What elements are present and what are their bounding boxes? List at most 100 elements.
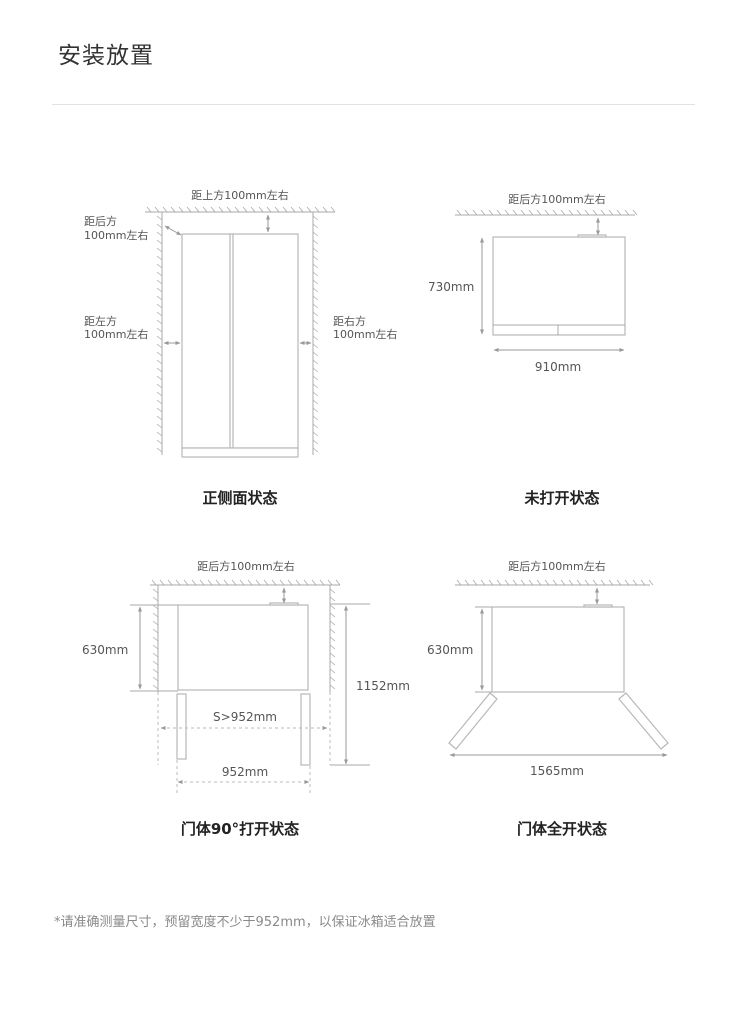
caption-front: 正侧面状态 <box>202 489 277 507</box>
hatch-mark <box>202 206 208 213</box>
hatch-mark <box>536 209 542 216</box>
hatch-mark <box>255 579 261 586</box>
hatch-mark <box>496 579 502 586</box>
hatch-mark <box>146 206 152 213</box>
footnote: *请准确测量尺寸，预留宽度不少于952mm，以保证冰箱适合放置 <box>54 915 436 930</box>
hatch-mark <box>312 255 319 261</box>
hatch-mark <box>311 579 317 586</box>
hatch-mark <box>156 239 163 245</box>
hatch-mark <box>274 206 280 213</box>
hatch-mark <box>156 431 163 437</box>
hatch-mark <box>552 579 558 586</box>
hatch-mark <box>159 579 165 586</box>
hatch-mark <box>175 579 181 586</box>
fullopen-diagram: 距后方100mm左右 630mm 1565mm 门体全开状态 <box>427 559 669 838</box>
hatch-mark <box>480 579 486 586</box>
hatch-mark <box>544 209 550 216</box>
hatch-mark <box>156 231 163 237</box>
hatch-mark <box>576 209 582 216</box>
hatch-mark <box>152 660 159 666</box>
hatch-mark <box>156 295 163 301</box>
hatch-mark <box>295 579 301 586</box>
hatch-mark <box>218 206 224 213</box>
hatch-mark <box>152 604 159 610</box>
hatch-mark <box>156 343 163 349</box>
hatch-mark <box>329 604 336 610</box>
hatch-mark <box>306 206 312 213</box>
hatch-mark <box>287 579 293 586</box>
compressor <box>583 604 613 608</box>
hatch-mark <box>312 383 319 389</box>
hatch-mark <box>152 612 159 618</box>
hatch-mark <box>312 287 319 293</box>
hatch-mark <box>648 579 654 586</box>
hatch-mark <box>312 367 319 373</box>
hatch-mark <box>156 391 163 397</box>
hatch-mark <box>456 209 462 216</box>
hatch-mark <box>319 579 325 586</box>
hatch-mark <box>608 209 614 216</box>
hatch-mark <box>242 206 248 213</box>
hatch-mark <box>156 415 163 421</box>
hatch-mark <box>156 255 163 261</box>
hatch-mark <box>512 579 518 586</box>
right-door <box>300 693 311 766</box>
hatch-mark <box>329 628 336 634</box>
hatch-mark <box>258 206 264 213</box>
hatch-mark <box>263 579 269 586</box>
hatch-mark <box>329 684 336 690</box>
hatch-mark <box>584 209 590 216</box>
page-title: 安装放置 <box>58 43 154 69</box>
hatch-mark <box>568 579 574 586</box>
hatch-mark <box>234 206 240 213</box>
hatch-mark <box>504 209 510 216</box>
hatch-mark <box>312 399 319 405</box>
hatch-mark <box>456 579 462 586</box>
hatch-mark <box>314 206 320 213</box>
hatch-mark <box>576 579 582 586</box>
left-door <box>448 692 498 750</box>
hatch-mark <box>271 579 277 586</box>
hatch-mark <box>329 644 336 650</box>
hatch-mark <box>298 206 304 213</box>
hatch-mark <box>156 279 163 285</box>
hatch-mark <box>616 579 622 586</box>
hatch-mark <box>156 351 163 357</box>
hatch-mark <box>600 209 606 216</box>
hatch-mark <box>552 209 558 216</box>
hatch-mark <box>194 206 200 213</box>
hatch-mark <box>327 579 333 586</box>
hatch-mark <box>312 295 319 301</box>
hatch-mark <box>152 636 159 642</box>
right-door <box>618 692 669 750</box>
open90-diagram: 距后方100mm左右 630mm 1152mm S>952mm 952mm 门体… <box>82 559 410 838</box>
hatch-mark <box>496 209 502 216</box>
hatch-mark <box>152 596 159 602</box>
hatch-mark <box>568 209 574 216</box>
hatch-mark <box>624 579 630 586</box>
hatch-mark <box>584 579 590 586</box>
hatch-mark <box>152 628 159 634</box>
fridge-body <box>492 236 626 336</box>
hatch-mark <box>312 415 319 421</box>
hatch-mark <box>199 579 205 586</box>
hatch-mark <box>335 579 341 586</box>
hatch-mark <box>312 375 319 381</box>
hatch-mark <box>312 327 319 333</box>
depth-label: 730mm <box>428 280 474 294</box>
hatch-mark <box>312 359 319 365</box>
space-label: S>952mm <box>213 710 277 724</box>
width-label: 952mm <box>222 765 268 779</box>
hatch-mark <box>156 303 163 309</box>
width-label: 1565mm <box>530 764 584 778</box>
hatch-mark <box>312 239 319 245</box>
hatch-mark <box>312 335 319 341</box>
hatch-mark <box>156 215 163 221</box>
left-door <box>176 693 187 760</box>
hatch-mark <box>156 271 163 277</box>
hatch-mark <box>152 652 159 658</box>
caption-open90: 门体90°打开状态 <box>181 820 299 838</box>
hatch-mark <box>231 579 237 586</box>
hatch-mark <box>312 439 319 445</box>
hatch-mark <box>170 206 176 213</box>
